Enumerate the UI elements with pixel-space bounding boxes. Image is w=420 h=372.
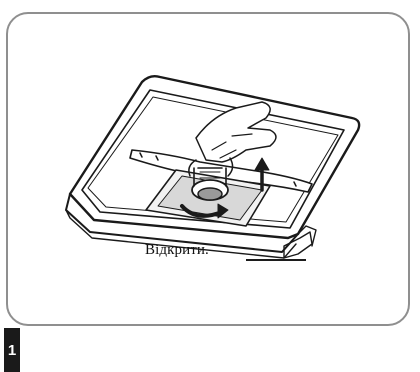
filter-cylinder (191, 167, 229, 201)
caption-underline (246, 259, 306, 261)
rotate-arrow-icon (180, 203, 229, 219)
caption-text: Відкрити. (145, 242, 209, 258)
tub-front-lip (65, 193, 299, 253)
tub-inner-rim (81, 89, 345, 229)
step-number: 1 (7, 342, 17, 359)
hand (195, 101, 277, 163)
tub-outer-rim (68, 74, 361, 240)
lift-arrow-icon (254, 157, 270, 192)
step-tab (4, 328, 20, 372)
